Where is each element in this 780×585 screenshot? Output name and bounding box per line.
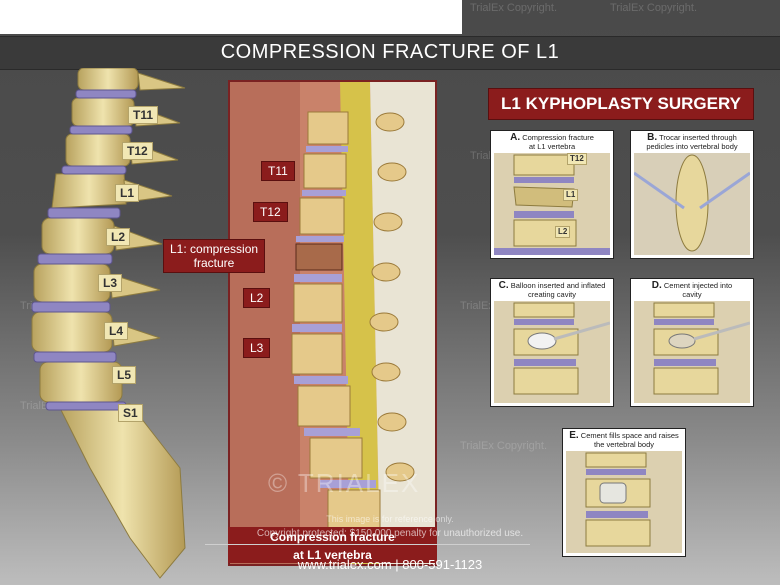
spine-label-l5: L5 [112,366,137,384]
spine-label-t11: T11 [128,106,159,124]
spine-label-t12: T12 [122,142,153,160]
spine-label-l4: L4 [104,322,129,340]
title-bar: COMPRESSION FRACTURE OF L1 [0,36,780,70]
notice-line1: This image is for reference only. [326,514,454,524]
center-label-t11: T11 [261,161,295,181]
step-b-illustration [634,153,750,255]
step-a-tag-t12: T12 [567,153,587,165]
kyphoplasty-title: L1 KYPHOPLASTY SURGERY [488,88,754,120]
step-d-illustration [634,301,750,403]
page-title: COMPRESSION FRACTURE OF L1 [220,41,560,63]
center-label-l3: L3 [243,338,271,358]
brand-watermark: © TRIALEX [268,468,421,498]
footer-contact[interactable]: www.trialex.com | 800-591-1123 [297,557,483,572]
center-label-l2: L2 [243,288,271,308]
spine-label-s1: S1 [118,404,143,422]
footer-divider [205,544,530,545]
step-a-tag-l2: L2 [555,226,571,238]
center-caption: Compression fracture at L1 vertebra [228,527,437,563]
step-c-illustration [494,301,610,403]
step-e-illustration [566,451,682,553]
lateral-spine-illustration [31,68,186,579]
step-a-illustration [494,153,610,255]
top-banner [0,0,462,34]
center-label-t12: T12 [253,202,288,222]
notice-line2: Copyright protected; $150,000 penalty fo… [256,528,524,539]
spine-label-l1: L1 [115,184,140,202]
fracture-label: L1: compression fracture [163,239,266,273]
spine-label-l3: L3 [98,274,123,292]
spine-label-l2: L2 [106,228,131,246]
step-a-tag-l1: L1 [563,189,579,201]
